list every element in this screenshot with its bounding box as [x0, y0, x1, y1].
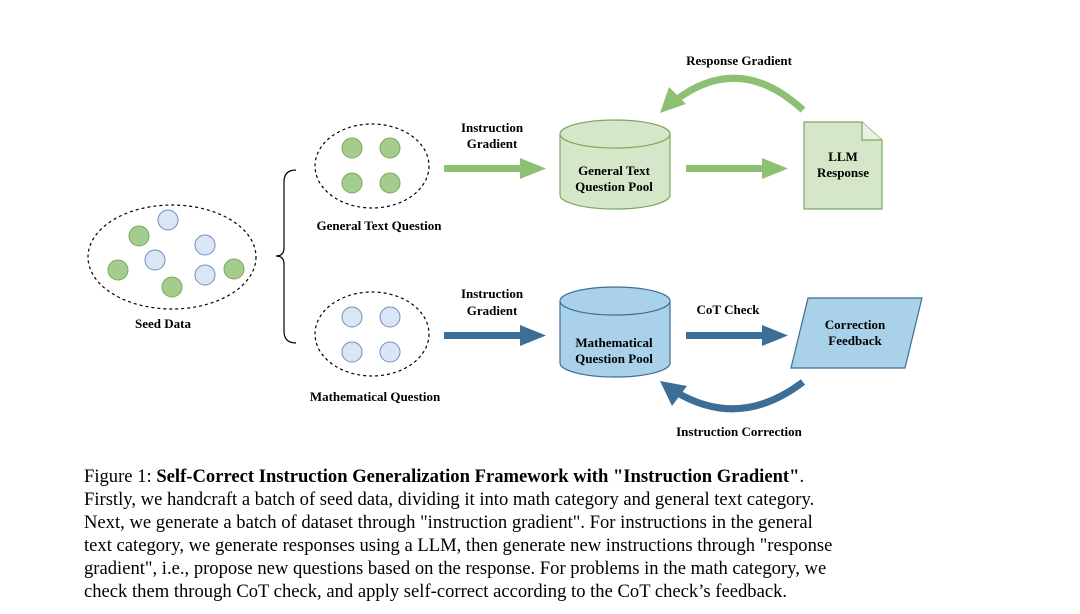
math-question-dot	[379, 341, 401, 363]
instruction-gradient-bottom-line1: Instruction	[461, 286, 524, 301]
mathematical-question-group: Mathematical Question	[310, 291, 441, 404]
general-text-question-group: General Text Question	[314, 123, 443, 233]
split-brace	[275, 169, 297, 344]
general-pool-label-line2: Question Pool	[575, 179, 653, 194]
math-question-dot	[379, 306, 401, 328]
general-question-dot	[341, 137, 363, 159]
seed-blue-dot	[144, 249, 166, 271]
llm-response-label-line1: LLM	[828, 149, 858, 164]
caption-body-line: gradient", i.e., propose new questions b…	[84, 558, 827, 579]
caption-body-line: Next, we generate a batch of dataset thr…	[84, 512, 813, 533]
cot-check-label: CoT Check	[697, 302, 761, 317]
seed-blue-dot	[194, 264, 216, 286]
figure-label: Figure 1:	[84, 466, 152, 487]
figure-caption: Figure 1: Self-Correct Instruction Gener…	[84, 465, 944, 603]
mathematical-question-label: Mathematical Question	[310, 389, 441, 404]
instruction-gradient-bottom-line2: Gradient	[467, 303, 518, 318]
llm-response-document: LLM Response	[803, 121, 883, 210]
instruction-gradient-top-arrow	[444, 158, 546, 179]
cot-check-arrow	[686, 325, 788, 346]
general-question-dot	[379, 172, 401, 194]
seed-blue-dot	[194, 234, 216, 256]
general-question-dot	[341, 172, 363, 194]
general-pool-label-line1: General Text	[578, 163, 651, 178]
figure-title: Self-Correct Instruction Generalization …	[156, 466, 800, 487]
general-question-dot	[379, 137, 401, 159]
caption-body-line: Firstly, we handcraft a batch of seed da…	[84, 489, 815, 510]
pool-to-llm-arrow	[686, 158, 788, 179]
instruction-gradient-bottom-arrow	[444, 325, 546, 346]
caption-first-line: Figure 1: Self-Correct Instruction Gener…	[84, 466, 805, 487]
math-question-dot	[341, 341, 363, 363]
math-question-ellipse	[314, 291, 430, 377]
instruction-correction-label: Instruction Correction	[676, 424, 803, 439]
seed-green-dot	[223, 258, 245, 280]
math-question-pool: Mathematical Question Pool	[559, 286, 671, 378]
instruction-gradient-top-line2: Gradient	[467, 136, 518, 151]
seed-green-dot	[107, 259, 129, 281]
seed-green-dot	[161, 276, 183, 298]
seed-data-label: Seed Data	[135, 316, 191, 331]
general-question-pool: General Text Question Pool	[559, 119, 671, 210]
correction-feedback-box: Correction Feedback	[790, 297, 923, 369]
general-text-question-label: General Text Question	[317, 218, 443, 233]
instruction-gradient-top-line1: Instruction	[461, 120, 524, 135]
seed-blue-dot	[157, 209, 179, 231]
correction-feedback-label-line2: Feedback	[828, 333, 882, 348]
math-pool-label-line2: Question Pool	[575, 351, 653, 366]
math-pool-label-line1: Mathematical	[575, 335, 653, 350]
general-question-ellipse	[314, 123, 430, 209]
llm-response-label-line2: Response	[817, 165, 869, 180]
response-gradient-arrow	[660, 74, 806, 113]
framework-diagram: Seed Data General Text Question Mathemat…	[87, 53, 923, 439]
instruction-correction-arrow	[660, 379, 806, 413]
correction-feedback-label-line1: Correction	[825, 317, 886, 332]
seed-data-group: Seed Data	[87, 204, 257, 331]
response-gradient-label: Response Gradient	[686, 53, 792, 68]
math-question-dot	[341, 306, 363, 328]
caption-body-line: check them through CoT check, and apply …	[84, 581, 788, 602]
caption-body-line: text category, we generate responses usi…	[84, 535, 833, 556]
seed-green-dot	[128, 225, 150, 247]
seed-data-ellipse	[87, 204, 257, 310]
